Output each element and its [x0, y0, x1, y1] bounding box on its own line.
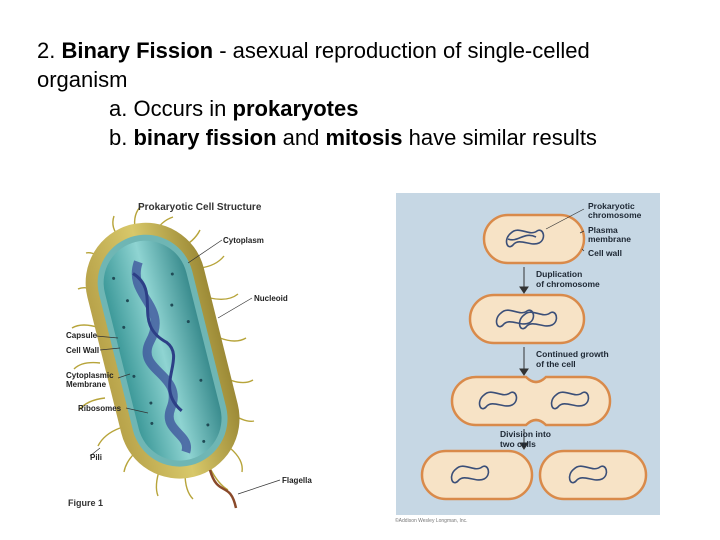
heading-definition: - asexual reproduction of single-celled … [37, 38, 590, 92]
label-division-1: Division into [500, 429, 551, 439]
point-b-marker: b. [109, 125, 128, 150]
point-b-bold1: binary fission [133, 125, 277, 150]
cell-step-4a [420, 449, 534, 501]
label-duplication-2: of chromosome [536, 279, 600, 289]
point-a-text: Occurs in [133, 96, 227, 121]
cell-step-1 [482, 213, 586, 265]
cell-step-2 [468, 293, 586, 345]
point-b: b. binary fission and mitosis have simil… [37, 123, 677, 152]
label-plasma-membrane-2: membrane [588, 234, 631, 244]
point-a-bold: prokaryotes [232, 96, 359, 121]
heading-line: 2. Binary Fission - asexual reproduction… [37, 36, 677, 94]
bacterium-illustration [71, 205, 281, 509]
point-b-post: have similar results [408, 125, 597, 150]
cytoplasm-shape [103, 240, 222, 461]
label-cell-wall: Cell Wall [66, 346, 100, 355]
label-growth-2: of the cell [536, 359, 576, 369]
label-pili: Pili [90, 453, 103, 462]
label-capsule: Capsule [66, 331, 98, 340]
label-growth-1: Continued growth [536, 349, 609, 359]
point-a: a. Occurs in prokaryotes [37, 94, 677, 123]
heading-term: Binary Fission [61, 38, 214, 63]
label-cytoplasm: Cytoplasm [223, 236, 264, 245]
chromosomes [450, 229, 608, 484]
cell-step-4b [538, 449, 648, 501]
label-division-2: two cells [500, 439, 536, 449]
heading-number: 2. [37, 38, 56, 63]
figure-left-caption: Figure 1 [68, 498, 104, 508]
fission-steps-illustration [420, 208, 648, 501]
point-b-mid: and [282, 125, 320, 150]
point-b-bold2: mitosis [325, 125, 403, 150]
prokaryotic-cell-figure: Prokaryotic Cell Structure Cytoplasm Nuc… [60, 198, 350, 518]
label-nucleoid: Nucleoid [254, 294, 288, 303]
flagellum-shape [208, 469, 238, 509]
label-duplication-1: Duplication [536, 269, 583, 279]
copyright-text: ©Addison Wesley Longman, Inc. [395, 518, 468, 524]
label-prokaryotic-chromosome-2: chromosome [588, 210, 642, 220]
point-a-marker: a. [109, 96, 128, 121]
cell-step-3 [450, 375, 612, 427]
slide-text: 2. Binary Fission - asexual reproduction… [37, 36, 677, 152]
nucleoid-shape [131, 260, 191, 454]
label-plasma-membrane-1: Plasma [588, 225, 618, 235]
step-arrows [519, 267, 529, 450]
ribosome-dots [112, 272, 210, 443]
figure-left-title: Prokaryotic Cell Structure [138, 202, 262, 213]
label-flagella: Flagella [282, 476, 312, 485]
label-cytoplasmic-membrane-2: Membrane [66, 380, 107, 389]
label-ribosomes: Ribosomes [78, 404, 122, 413]
label-cytoplasmic-membrane-1: Cytoplasmic [66, 371, 114, 380]
label-cell-wall-right: Cell wall [588, 248, 623, 258]
label-prokaryotic-chromosome-1: Prokaryotic [588, 201, 635, 211]
binary-fission-panel: Prokaryotic chromosome Plasma membrane C… [396, 193, 660, 515]
